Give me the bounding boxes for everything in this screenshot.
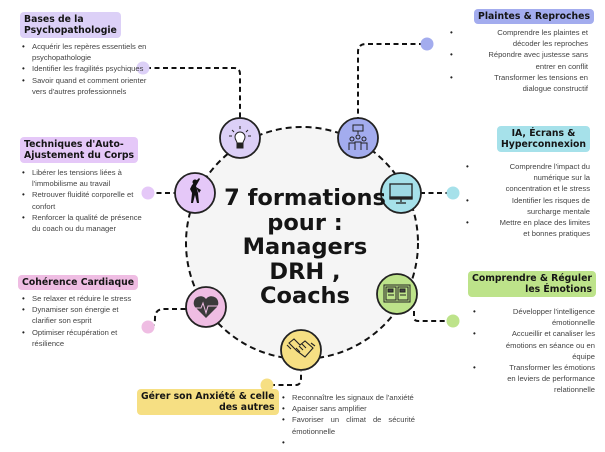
topic-title-anxiete: Gérer son Anxiété & celle des autres: [137, 389, 279, 415]
node-plaintes: [337, 117, 379, 159]
bullet-item: Transformer les tensions en dialogue con…: [450, 72, 588, 94]
bullet-item: Se relaxer et réduire le stress: [20, 293, 145, 304]
center-title: 7 formations pour : Managers DRH , Coach…: [205, 186, 405, 309]
title-line: Gérer son Anxiété & celle: [141, 391, 275, 402]
title-line: Cohérence Cardiaque: [22, 277, 135, 288]
bullet-item: Acquérir les repères essentiels en psych…: [20, 41, 150, 63]
bullets-coherence: Se relaxer et réduire le stress Dynamise…: [20, 293, 145, 349]
bullet-item: Développer l'intelligence émotionnelle: [473, 306, 595, 328]
node-emotions: [376, 273, 418, 315]
center-title-line: Managers: [242, 234, 368, 260]
bullets-auto-ajustement: Libérer les tensions liées à l'immobilis…: [20, 167, 148, 234]
dot-anxiete: [260, 378, 274, 392]
bullet-item: Libérer les tensions liées à l'immobilis…: [20, 167, 148, 189]
bullet-item: Renforcer la qualité de présence du coac…: [20, 212, 148, 234]
title-line: Hyperconnexion: [501, 139, 587, 150]
topic-title-coherence: Cohérence Cardiaque: [18, 275, 139, 290]
center-title-line: pour :: [267, 209, 343, 236]
node-anxiete: [280, 329, 322, 371]
heart-pulse-icon: [193, 296, 219, 318]
title-line: IA, Écrans &: [511, 128, 576, 139]
bullet-item: Identifier les risques de surcharge ment…: [466, 195, 590, 217]
connector-emotions: [413, 311, 450, 322]
handshake-icon: [286, 338, 316, 358]
bullet-item: Identifier les fragilités psychiques: [20, 63, 150, 74]
title-line: les Émotions: [525, 284, 593, 295]
open-book-icon: [383, 284, 411, 303]
connector-plaintes: [357, 43, 424, 118]
node-auto-ajustement: [174, 172, 216, 214]
bullets-psychopathologie: Acquérir les repères essentiels en psych…: [20, 41, 150, 97]
topic-title-auto-ajustement: Techniques d'Auto- Ajustement du Corps: [20, 137, 139, 163]
bullet-item: Dynamiser son énergie et clarifier son e…: [20, 304, 145, 326]
title-line: Ajustement du Corps: [24, 150, 135, 161]
connector-anxiete: [270, 371, 302, 386]
bullets-anxiete: Reconnaître les signaux de l'anxiété Apa…: [280, 392, 415, 448]
dot-emotions: [446, 314, 460, 328]
title-line: Techniques d'Auto-: [24, 139, 124, 150]
bullets-emotions: Développer l'intelligence émotionnelle A…: [473, 306, 595, 396]
bullet-item: Favoriser un climat de sécurité émotionn…: [280, 414, 415, 436]
node-ia: [380, 172, 422, 214]
bullet-item: Transformer les émotions en leviers de p…: [473, 362, 595, 396]
dot-ia: [446, 186, 460, 200]
title-line: des autres: [219, 402, 275, 413]
bullet-item: Retrouver fluidité corporelle et confort: [20, 189, 148, 211]
node-coherence: [185, 286, 227, 328]
bullet-item: Répondre avec justesse sans entrer en co…: [450, 49, 588, 71]
topic-title-ia: IA, Écrans & Hyperconnexion: [497, 126, 591, 152]
title-line: Bases de la: [24, 14, 84, 25]
monitor-icon: [389, 183, 413, 204]
lightbulb-icon: [229, 126, 251, 149]
connector-psychopathologie: [146, 67, 241, 118]
bullets-ia: Comprendre l'impact du numérique sur la …: [466, 161, 590, 239]
topic-title-plaintes: Plaintes & Reproches: [474, 9, 595, 24]
bullet-item: Comprendre les plaintes et décoder les r…: [450, 27, 588, 49]
node-psychopathologie: [219, 117, 261, 159]
title-line: Comprendre & Réguler: [472, 273, 593, 284]
team-hierarchy-icon: [348, 124, 368, 150]
bullet-item: Reconnaître les signaux de l'anxiété: [280, 392, 415, 403]
center-title-line: 7 formations: [224, 185, 386, 211]
center-title-line: Coachs: [260, 283, 350, 309]
bullet-item: Savoir quand et comment orienter vers d'…: [20, 75, 150, 97]
center-title-line: DRH ,: [269, 258, 341, 285]
bullet-item: Mettre en place des limites et bonnes pr…: [466, 217, 590, 239]
bullets-plaintes: Comprendre les plaintes et décoder les r…: [450, 27, 588, 94]
bullet-item: Optimiser récupération et résilience: [20, 327, 145, 349]
stretching-person-icon: [190, 178, 201, 203]
bullet-item-empty: [280, 437, 415, 448]
topic-title-psychopathologie: Bases de la Psychopathologie: [20, 12, 121, 38]
bullet-item: Apaiser sans amplifier: [280, 403, 415, 414]
title-line: Psychopathologie: [24, 25, 117, 36]
connector-coherence: [149, 308, 186, 328]
topic-title-emotions: Comprendre & Réguler les Émotions: [468, 271, 597, 297]
title-line: Plaintes & Reproches: [478, 11, 591, 22]
bullet-item: Accueillir et canaliser les émotions en …: [473, 328, 595, 362]
dot-plaintes: [420, 37, 434, 51]
bullet-item: Comprendre l'impact du numérique sur la …: [466, 161, 590, 195]
